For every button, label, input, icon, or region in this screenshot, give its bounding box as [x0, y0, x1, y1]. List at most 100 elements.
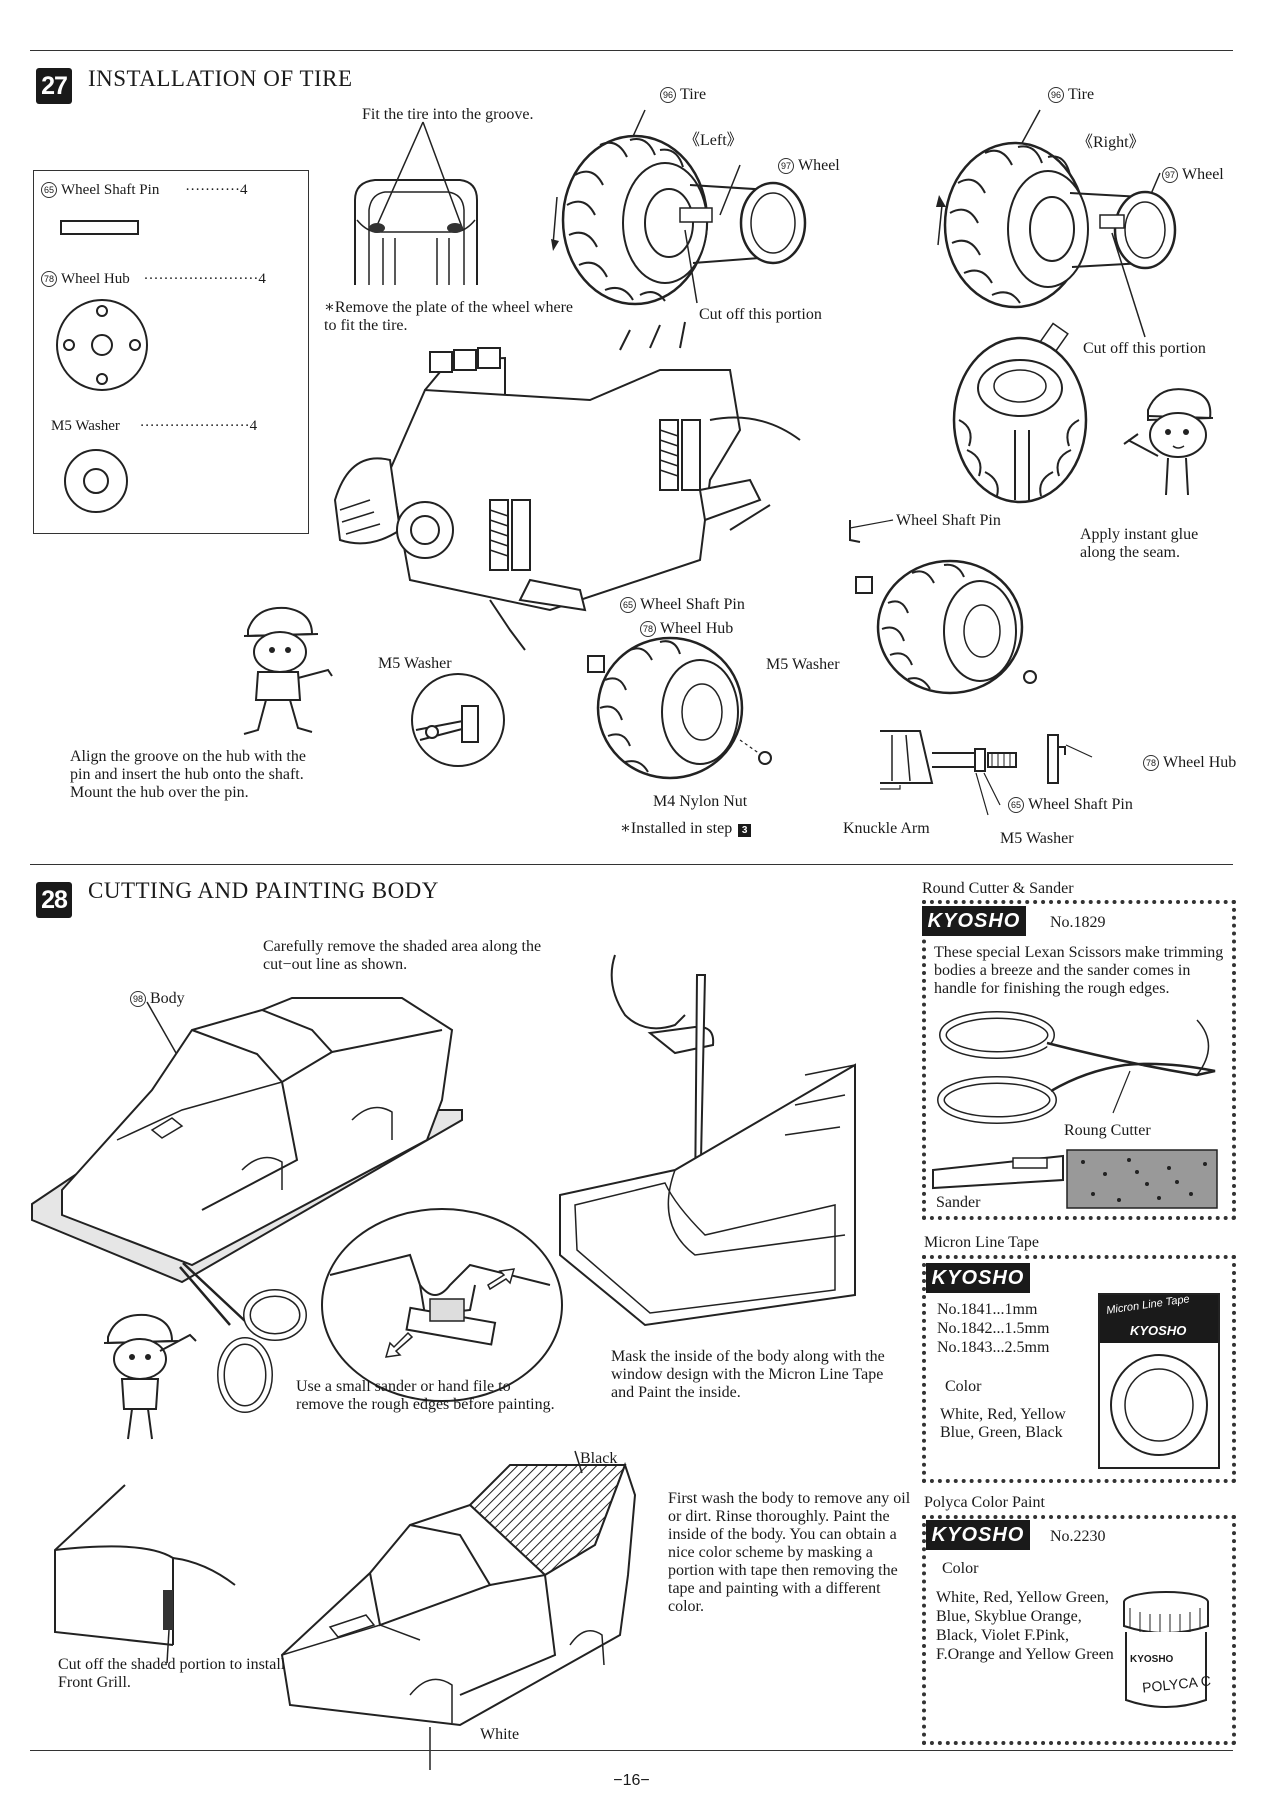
paint-jar-brand: KYOSHO [1130, 1654, 1174, 1665]
knuckle-arm-label: Knuckle Arm [843, 820, 930, 837]
white-label: White [480, 1726, 520, 1743]
tape-color-head: Color [945, 1378, 982, 1395]
part-number-badge: 65 [620, 597, 636, 613]
tire-right-text: Tire [1068, 86, 1095, 103]
right-tire-wheel-drawing [936, 105, 1200, 340]
remove-shaded-note: Carefully remove the shaded area along t… [263, 938, 542, 973]
wheel-left-text: Wheel [798, 157, 840, 174]
kyosho-logo-cutter: KYOSHO [922, 906, 1026, 936]
mask-note: Mask the inside of the body along with t… [611, 1348, 885, 1401]
painted-body-drawing [280, 1465, 660, 1735]
paint-box [922, 1515, 1236, 1745]
part-qty: 4 [249, 418, 258, 434]
paint-number: No.2230 [1050, 1528, 1106, 1545]
right-side-label: 《Right》 [1077, 134, 1145, 151]
fit-groove-note: Fit the tire into the groove. [362, 106, 534, 123]
part-dots: ······················ [139, 418, 250, 434]
tape-box [922, 1255, 1236, 1483]
tape-size-3: No.1843...2.5mm [937, 1339, 1050, 1356]
part-number-badge: 97 [1162, 167, 1178, 183]
part-qty: 4 [240, 182, 248, 198]
part-number-badge: 96 [1048, 87, 1064, 103]
round-cutter-drawing [935, 1005, 1225, 1125]
wash-note: First wash the body to remove any oil or… [668, 1490, 911, 1615]
part-number-badge: 78 [640, 621, 656, 637]
tire-groove-section [345, 120, 485, 285]
installed-step-note: ∗Installed in step 3 [620, 820, 752, 838]
tape-package: Micron Line Tape KYOSHO [1098, 1293, 1220, 1469]
sander-drawing [933, 1150, 1223, 1210]
bottom-rule [30, 1750, 1233, 1751]
part-number-badge: 65 [1008, 797, 1024, 813]
mascot-pointing-right [1118, 380, 1228, 510]
part-name: M5 Washer [51, 418, 120, 434]
body-cutout-drawing [32, 990, 482, 1290]
wheel-hub-drawing [50, 298, 154, 392]
leader-line [845, 516, 895, 536]
installed-step-text: ∗Installed in step [620, 820, 733, 837]
black-label: Black [580, 1450, 618, 1467]
paint-color-head: Color [942, 1560, 979, 1577]
wheel-shaft-pin-label: Wheel Shaft Pin [896, 512, 1001, 529]
wheel-right-text: Wheel [1182, 166, 1224, 183]
page-number: −16− [613, 1772, 650, 1789]
wheel-shaft-pin-icon [840, 520, 890, 580]
detail-wheel-hub-text: Wheel Hub [1163, 754, 1237, 771]
paint-jar: KYOSHO POLYCA C [1120, 1590, 1212, 1714]
part-number-badge: 78 [1143, 755, 1159, 771]
knuckle-arm-detail [880, 725, 1130, 825]
tape-title: Micron Line Tape [924, 1234, 1039, 1251]
cut-off-left-label: Cut off this portion [699, 306, 822, 323]
mascot-pointing-left [228, 600, 338, 740]
tape-package-brand: KYOSHO [1130, 1323, 1187, 1338]
paint-colors: White, Red, Yellow Green, Blue, Skyblue … [936, 1589, 1114, 1663]
mascot-pointing-lower [88, 1305, 203, 1445]
step-27-title: INSTALLATION OF TIRE [88, 66, 353, 91]
step-3-ref-badge: 3 [738, 824, 752, 837]
part-m5-washer: M5 Washer ······················4 [51, 417, 257, 435]
m5-washer-drawing [58, 446, 138, 516]
m5-washer-right-label: M5 Washer [766, 656, 840, 673]
cutter-box [922, 900, 1236, 1220]
remove-plate-note: ∗Remove the plate of the wheel where to … [324, 299, 573, 334]
m4-nut-label: M4 Nylon Nut [653, 793, 748, 810]
body-label-text: Body [150, 990, 185, 1007]
round-cutter-label: Roung Cutter [1064, 1122, 1151, 1139]
kyosho-logo-tape: KYOSHO [926, 1263, 1030, 1293]
part-number-badge: 65 [41, 182, 57, 198]
glue-note: Apply instant glue along the seam. [1080, 526, 1199, 561]
kyosho-logo-paint: KYOSHO [926, 1520, 1030, 1550]
detail-m5-washer-label: M5 Washer [1000, 830, 1074, 847]
tape-size-1: No.1841...1mm [937, 1301, 1038, 1318]
detail-wheel-shaft-pin-text: Wheel Shaft Pin [1028, 796, 1133, 813]
wheel-shaft-pin-drawing [60, 220, 139, 235]
front-right-tire-drawing [840, 555, 1050, 705]
wheel-shaft-pin-65-text: Wheel Shaft Pin [640, 596, 745, 613]
scissors-drawing [175, 1255, 325, 1425]
grill-note: Cut off the shaded portion to install Fr… [58, 1656, 286, 1691]
part-dots: ··········· [185, 182, 241, 198]
sander-note: Use a small sander or hand file to remov… [296, 1378, 555, 1413]
left-side-label: 《Left》 [684, 132, 743, 149]
step-28-title: CUTTING AND PAINTING BODY [88, 878, 439, 903]
left-tire-wheel-drawing [551, 105, 825, 310]
sander-label: Sander [936, 1194, 981, 1211]
part-dots: ······················· [143, 271, 259, 287]
hub-detail-magnifier [408, 670, 508, 770]
glue-tire-drawing [945, 320, 1095, 510]
paint-title: Polyca Color Paint [924, 1494, 1045, 1511]
cutter-number: No.1829 [1050, 914, 1106, 931]
parts-box [33, 170, 309, 534]
wheel-hub-78-text: Wheel Hub [660, 620, 734, 637]
part-number-badge: 96 [660, 87, 676, 103]
